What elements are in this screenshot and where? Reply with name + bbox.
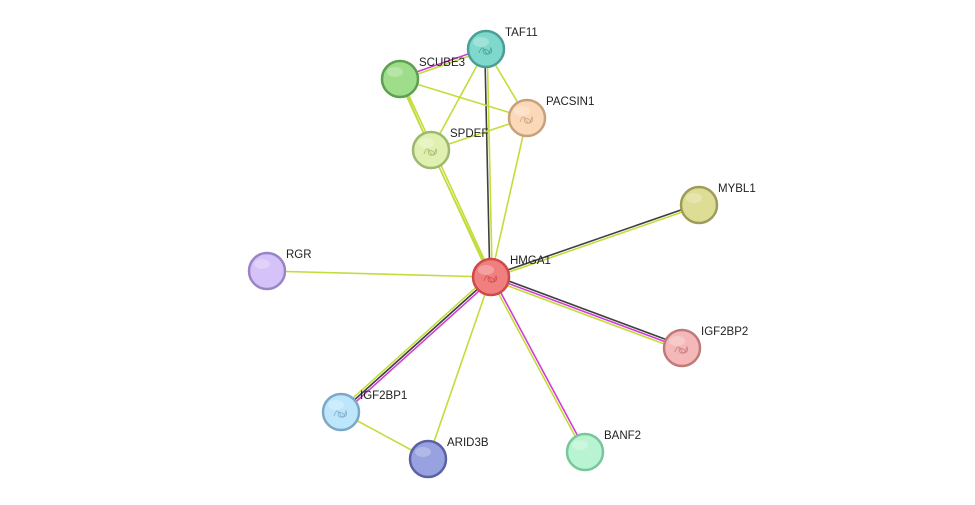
node-label-pacsin1: PACSIN1	[546, 96, 594, 108]
node-circle[interactable]	[565, 432, 605, 472]
protein-structure-icon	[483, 274, 498, 283]
node-scube3[interactable]: SCUBE3	[380, 57, 465, 99]
edge-line-textmining	[430, 149, 492, 278]
node-highlight	[514, 106, 530, 116]
edge-hmga1-arid3b[interactable]	[427, 276, 492, 460]
edge-line-experiments	[491, 275, 587, 453]
node-label-rgr: RGR	[286, 249, 312, 261]
edge-line-textmining	[490, 205, 701, 279]
edge-hmga1-banf2[interactable]	[489, 275, 587, 454]
edge-scube3-pacsin1[interactable]	[399, 78, 528, 119]
edge-line-textmining	[399, 78, 528, 119]
node-spdef[interactable]: SPDEF	[411, 128, 488, 170]
edge-line-textmining	[400, 77, 493, 278]
node-highlight	[254, 259, 270, 269]
node-label-banf2: BANF2	[604, 430, 641, 442]
node-label-igf2bp1: IGF2BP1	[360, 390, 407, 402]
node-arid3b[interactable]: ARID3B	[408, 437, 489, 479]
edge-line-experiments	[341, 277, 494, 415]
node-highlight	[415, 447, 431, 457]
node-label-spdef: SPDEF	[450, 128, 488, 140]
node-highlight	[328, 400, 344, 410]
edge-hmga1-igf2bp2[interactable]	[489, 273, 684, 352]
node-circle[interactable]	[507, 98, 547, 138]
node-highlight	[473, 37, 489, 47]
protein-structure-icon	[519, 115, 534, 124]
edge-line-textmining	[427, 276, 492, 460]
node-label-mybl1: MYBL1	[718, 183, 756, 195]
node-highlight	[478, 265, 494, 275]
edge-hmga1-pacsin1[interactable]	[490, 117, 528, 278]
node-circle[interactable]	[679, 185, 719, 225]
edge-line-textmining	[266, 270, 492, 278]
node-circle[interactable]	[321, 392, 361, 432]
node-taf11[interactable]: TAF11	[466, 27, 538, 69]
node-circle[interactable]	[466, 29, 506, 69]
node-circle[interactable]	[411, 130, 451, 170]
node-label-hmga1: HMGA1	[510, 255, 551, 267]
edge-line-coexpression	[491, 273, 684, 347]
node-pacsin1[interactable]: PACSIN1	[507, 96, 594, 138]
node-label-scube3: SCUBE3	[419, 57, 465, 69]
node-hmga1[interactable]: HMGA1	[471, 255, 551, 297]
edge-line-coexpression	[489, 203, 700, 277]
edge-hmga1-taf11[interactable]	[484, 48, 493, 278]
node-igf2bp1[interactable]: IGF2BP1	[321, 390, 407, 432]
node-highlight	[418, 138, 434, 148]
node-highlight	[387, 67, 403, 77]
node-circle[interactable]	[662, 328, 702, 368]
node-highlight	[572, 440, 588, 450]
protein-structure-icon	[333, 409, 348, 418]
node-rgr[interactable]: RGR	[247, 249, 312, 291]
edge-line-coexpression	[484, 48, 491, 278]
protein-structure-icon	[674, 345, 689, 354]
edge-line-coexpression	[340, 276, 492, 413]
edge-hmga1-mybl1[interactable]	[489, 203, 701, 279]
node-igf2bp2[interactable]: IGF2BP2	[662, 326, 748, 368]
edge-line-textmining	[486, 48, 493, 278]
protein-structure-icon	[478, 46, 493, 55]
node-circle[interactable]	[247, 251, 287, 291]
edge-hmga1-spdef[interactable]	[430, 149, 492, 278]
node-banf2[interactable]: BANF2	[565, 430, 641, 472]
edge-line-experiments	[490, 276, 683, 349]
edge-line-textmining	[338, 274, 491, 412]
node-mybl1[interactable]: MYBL1	[679, 183, 756, 225]
node-circle[interactable]	[408, 439, 448, 479]
node-highlight	[686, 193, 702, 203]
node-highlight	[669, 336, 685, 346]
node-label-taf11: TAF11	[505, 27, 538, 39]
node-label-igf2bp2: IGF2BP2	[701, 326, 748, 338]
node-circle[interactable]	[471, 257, 511, 297]
protein-structure-icon	[423, 147, 438, 156]
edge-hmga1-igf2bp1[interactable]	[338, 274, 494, 415]
edge-hmga1-rgr[interactable]	[266, 270, 492, 278]
edge-line-textmining	[490, 117, 528, 278]
node-label-arid3b: ARID3B	[447, 437, 489, 449]
node-circle[interactable]	[380, 59, 420, 99]
edge-line-textmining	[489, 278, 682, 352]
edge-line-textmining	[489, 276, 585, 454]
